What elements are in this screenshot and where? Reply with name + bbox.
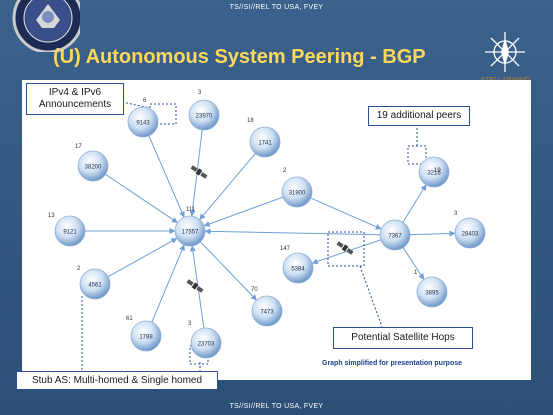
as-node-label: 9143 [136,121,150,127]
as-node-label: 3895 [425,291,439,297]
as-node-peer-count: 3 [198,90,202,96]
globe-icon [54,215,86,247]
as-node-hub2: 7367 [379,219,411,251]
as-node-peer-count: 13 [48,213,55,219]
satellite-connector [359,265,383,328]
globe-icon [174,215,206,247]
globe-icon [127,106,159,138]
as-node-label: 3216 [427,171,441,177]
globe-icon [130,320,162,352]
globe-icon [251,295,283,327]
as-node-label: 28403 [462,232,479,238]
peering-edge-hub2-hub [204,228,381,236]
globe-icon [416,276,448,308]
announcement-connector [121,101,151,109]
as-node-n-left-lower: 4561 2 [77,266,111,300]
peering-edge-hub2-n-right-upper [402,184,427,223]
as-node-label: 4561 [88,283,102,289]
as-node-peer-count: 6 [143,98,147,104]
callout-announcements-line2: Announcements [38,99,112,110]
classification-banner-top: TS//SI//REL TO USA, FVEY [229,4,324,11]
as-node-n-top: 23970 3 [188,90,220,131]
globe-icon [418,156,450,188]
peering-edge-n-bottomleft-hub [151,244,185,323]
globe-icon [77,150,109,182]
callout-announcements: IPv4 & IPv6 Announcements [26,83,124,115]
callout-announcements-line1: IPv4 & IPv6 [48,87,102,98]
globe-icon [379,219,411,251]
as-node-n-mid: 31900 2 [281,168,313,208]
as-node-peer-count: 18 [247,118,254,124]
as-node-peer-count: 19 [434,168,441,174]
agency-seal-icon [12,0,80,52]
peering-edge-hub-n-bottomright [200,241,257,301]
as-node-label: 9121 [63,230,77,236]
satellite-icon [190,165,208,179]
as-node-n-upper-right: 1741 18 [247,118,281,158]
as-node-label: 23703 [198,342,215,348]
as-node-n-right-lower: 3895 1 [414,270,448,308]
as-node-peer-count: 3 [454,211,458,217]
as-node-n-bottomright: 7473 70 [251,287,283,327]
as-node-peer-count: 17 [75,144,82,150]
as-node-peer-count: 2 [77,266,81,272]
peering-edge-n-left-upper-hub [105,173,178,224]
callout-additional-peers: 19 additional peers [368,106,470,126]
as-node-label: 5384 [291,267,305,273]
globe-icon [454,217,486,249]
as-node-peer-count: 111 [186,207,196,213]
as-node-hub: 17557 111 [174,207,206,247]
as-node-peer-count: 2 [283,168,287,174]
footnote: Graph simplified for presentation purpos… [322,360,463,367]
as-node-label: 23970 [196,114,213,120]
classification-banner-bottom: TS//SI//REL TO USA, FVEY [229,403,324,410]
as-node-n-bottomleft: 1788 61 [126,316,162,352]
peering-edge-hub2-n-right-lower [402,247,425,280]
as-node-peer-count: 147 [280,246,291,252]
peering-edge-n-mid-hub2 [310,197,382,230]
peering-edge-n-mid-hub [203,196,284,227]
satellite-highlight-box [327,231,365,267]
peering-edge-hub2-n-right [409,230,456,237]
as-node-label: 17557 [182,230,199,236]
slide-title: (U) Autonomous System Peering - BGP [53,46,426,68]
globe-icon [249,126,281,158]
as-node-n-mid-lower: 5384 147 [280,246,314,284]
globe-icon [282,252,314,284]
as-node-n-bottom: 23703 3 [188,321,222,359]
as-node-peer-count: 70 [251,287,258,293]
as-node-peer-count: 1 [414,270,418,276]
as-node-label: 31900 [289,191,306,197]
satellite-icon [336,241,354,255]
as-node-n-left-upper: 38200 17 [75,144,109,182]
peering-edge-n-topleft-hub [148,135,185,218]
as-node-n-left: 9121 13 [48,213,86,247]
as-node-label: 38200 [85,165,102,171]
as-node-label: 1741 [258,141,272,147]
satellite-icon [186,279,204,293]
callout-satellite-hops: Potential Satellite Hops [333,327,473,349]
as-node-n-topleft: 9143 6 [127,98,159,138]
globe-icon [188,99,220,131]
as-node-peer-count: 3 [188,321,192,327]
as-node-label: 1788 [139,335,153,341]
as-node-label: 7473 [260,310,274,316]
as-node-peer-count: 61 [126,316,133,322]
as-node-n-right: 28403 3 [454,211,486,249]
callout-stub-as: Stub AS: Multi-homed & Single homed [16,371,218,390]
as-peering-graph: 1755711123970391436382001791211345612178… [48,90,486,372]
peering-edge-n-left-lower-hub [107,237,178,278]
peering-edge-hub2-n-mid-lower [311,239,381,265]
globe-icon [79,268,111,300]
globe-icon [190,327,222,359]
globe-icon [281,176,313,208]
as-node-label: 7367 [388,234,402,240]
peering-edge-n-upper-right-hub [199,153,256,220]
